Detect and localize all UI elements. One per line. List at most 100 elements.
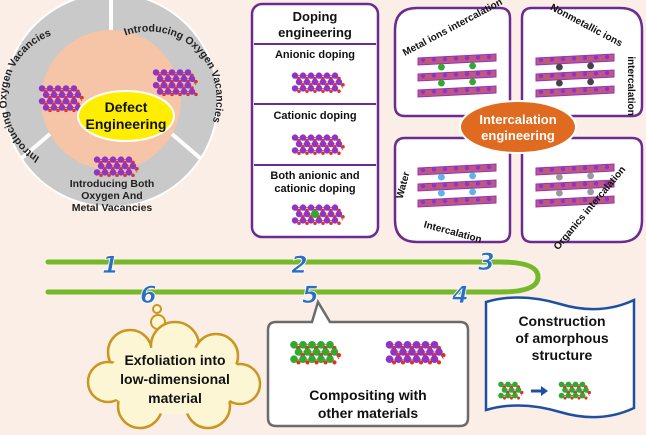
flag-frame — [484, 296, 636, 419]
step-number-4: 4 — [451, 281, 469, 309]
guest-atom — [469, 172, 476, 180]
atom — [297, 221, 301, 225]
atom — [464, 165, 470, 171]
atom — [453, 72, 459, 77]
atom — [435, 348, 443, 356]
atom — [538, 73, 544, 79]
atom — [512, 392, 518, 399]
guest-atom — [438, 189, 445, 197]
atom — [164, 75, 172, 83]
atom — [412, 355, 421, 364]
atom — [336, 353, 342, 358]
atom — [576, 387, 582, 393]
atom — [558, 392, 565, 399]
atom — [172, 75, 180, 83]
atom — [593, 87, 599, 92]
atom — [475, 87, 481, 92]
atom — [341, 83, 345, 87]
atom — [180, 88, 188, 95]
atom — [409, 360, 415, 365]
atom — [313, 89, 317, 93]
atom — [549, 89, 555, 94]
atom — [570, 396, 574, 400]
atom — [176, 69, 184, 76]
atom — [593, 197, 599, 202]
atom — [50, 91, 58, 99]
atom — [453, 166, 459, 171]
atom — [101, 169, 109, 176]
guest-atom — [587, 78, 594, 86]
exfoliation-label-2: low-dimensional — [120, 371, 230, 387]
atom — [307, 72, 315, 79]
atom — [394, 355, 403, 364]
atom — [327, 78, 335, 86]
atom — [291, 72, 299, 79]
atom — [549, 167, 555, 172]
crystal-cluster — [38, 85, 84, 113]
atom — [538, 167, 544, 173]
atom — [593, 181, 599, 186]
atom — [332, 360, 337, 365]
atom — [453, 56, 459, 61]
atom — [420, 167, 426, 173]
atom — [117, 169, 125, 176]
atom — [152, 82, 160, 89]
atom — [38, 85, 46, 92]
atom — [486, 54, 492, 60]
atom — [394, 341, 403, 349]
atom — [168, 69, 176, 76]
atom — [291, 204, 299, 211]
atom — [172, 88, 180, 95]
atom — [420, 73, 426, 79]
atom — [509, 396, 514, 400]
atom — [80, 95, 84, 100]
atom — [291, 134, 299, 141]
atom — [188, 88, 196, 95]
atom — [335, 78, 343, 86]
atom — [420, 199, 426, 205]
atom — [582, 71, 588, 77]
atom — [105, 162, 113, 170]
atom — [299, 341, 307, 349]
atom — [299, 72, 307, 79]
atom — [558, 381, 565, 388]
atom — [315, 217, 323, 224]
atom — [520, 390, 524, 394]
atom — [579, 381, 586, 388]
atom — [299, 217, 307, 224]
atom — [42, 91, 50, 99]
atom — [107, 173, 111, 177]
track-line — [45, 259, 541, 295]
atom — [329, 221, 333, 225]
atom — [319, 210, 327, 218]
atom — [299, 204, 307, 211]
atom — [508, 387, 515, 393]
atom — [431, 57, 437, 62]
atom — [385, 355, 394, 364]
cationic-doping-label: Cationic doping — [273, 110, 356, 122]
defect-segment-bottom-label-2: Oxygen And — [81, 190, 142, 202]
atom — [420, 183, 426, 189]
atom — [70, 85, 78, 92]
atom — [431, 183, 437, 188]
atom — [436, 360, 442, 365]
atom — [54, 85, 62, 92]
atom — [97, 162, 105, 170]
crystal-cluster — [291, 134, 345, 155]
defect-center-title-2: Engineering — [86, 116, 167, 132]
atom — [560, 56, 566, 62]
atom — [125, 169, 133, 176]
atom — [109, 169, 117, 176]
amorphous-flag: Construction of amorphous structure — [484, 296, 636, 419]
atom — [549, 183, 555, 188]
atom — [307, 204, 315, 211]
atom — [498, 392, 504, 399]
atom — [123, 173, 127, 177]
atom — [308, 341, 316, 349]
atom — [390, 348, 398, 356]
doping-engineering-panel: Doping engineering Anionic doping Cation… — [250, 2, 380, 239]
crystal-cluster — [290, 341, 342, 365]
defect-center-title-1: Defect — [105, 99, 148, 115]
atom — [442, 88, 448, 94]
atom — [502, 396, 507, 400]
